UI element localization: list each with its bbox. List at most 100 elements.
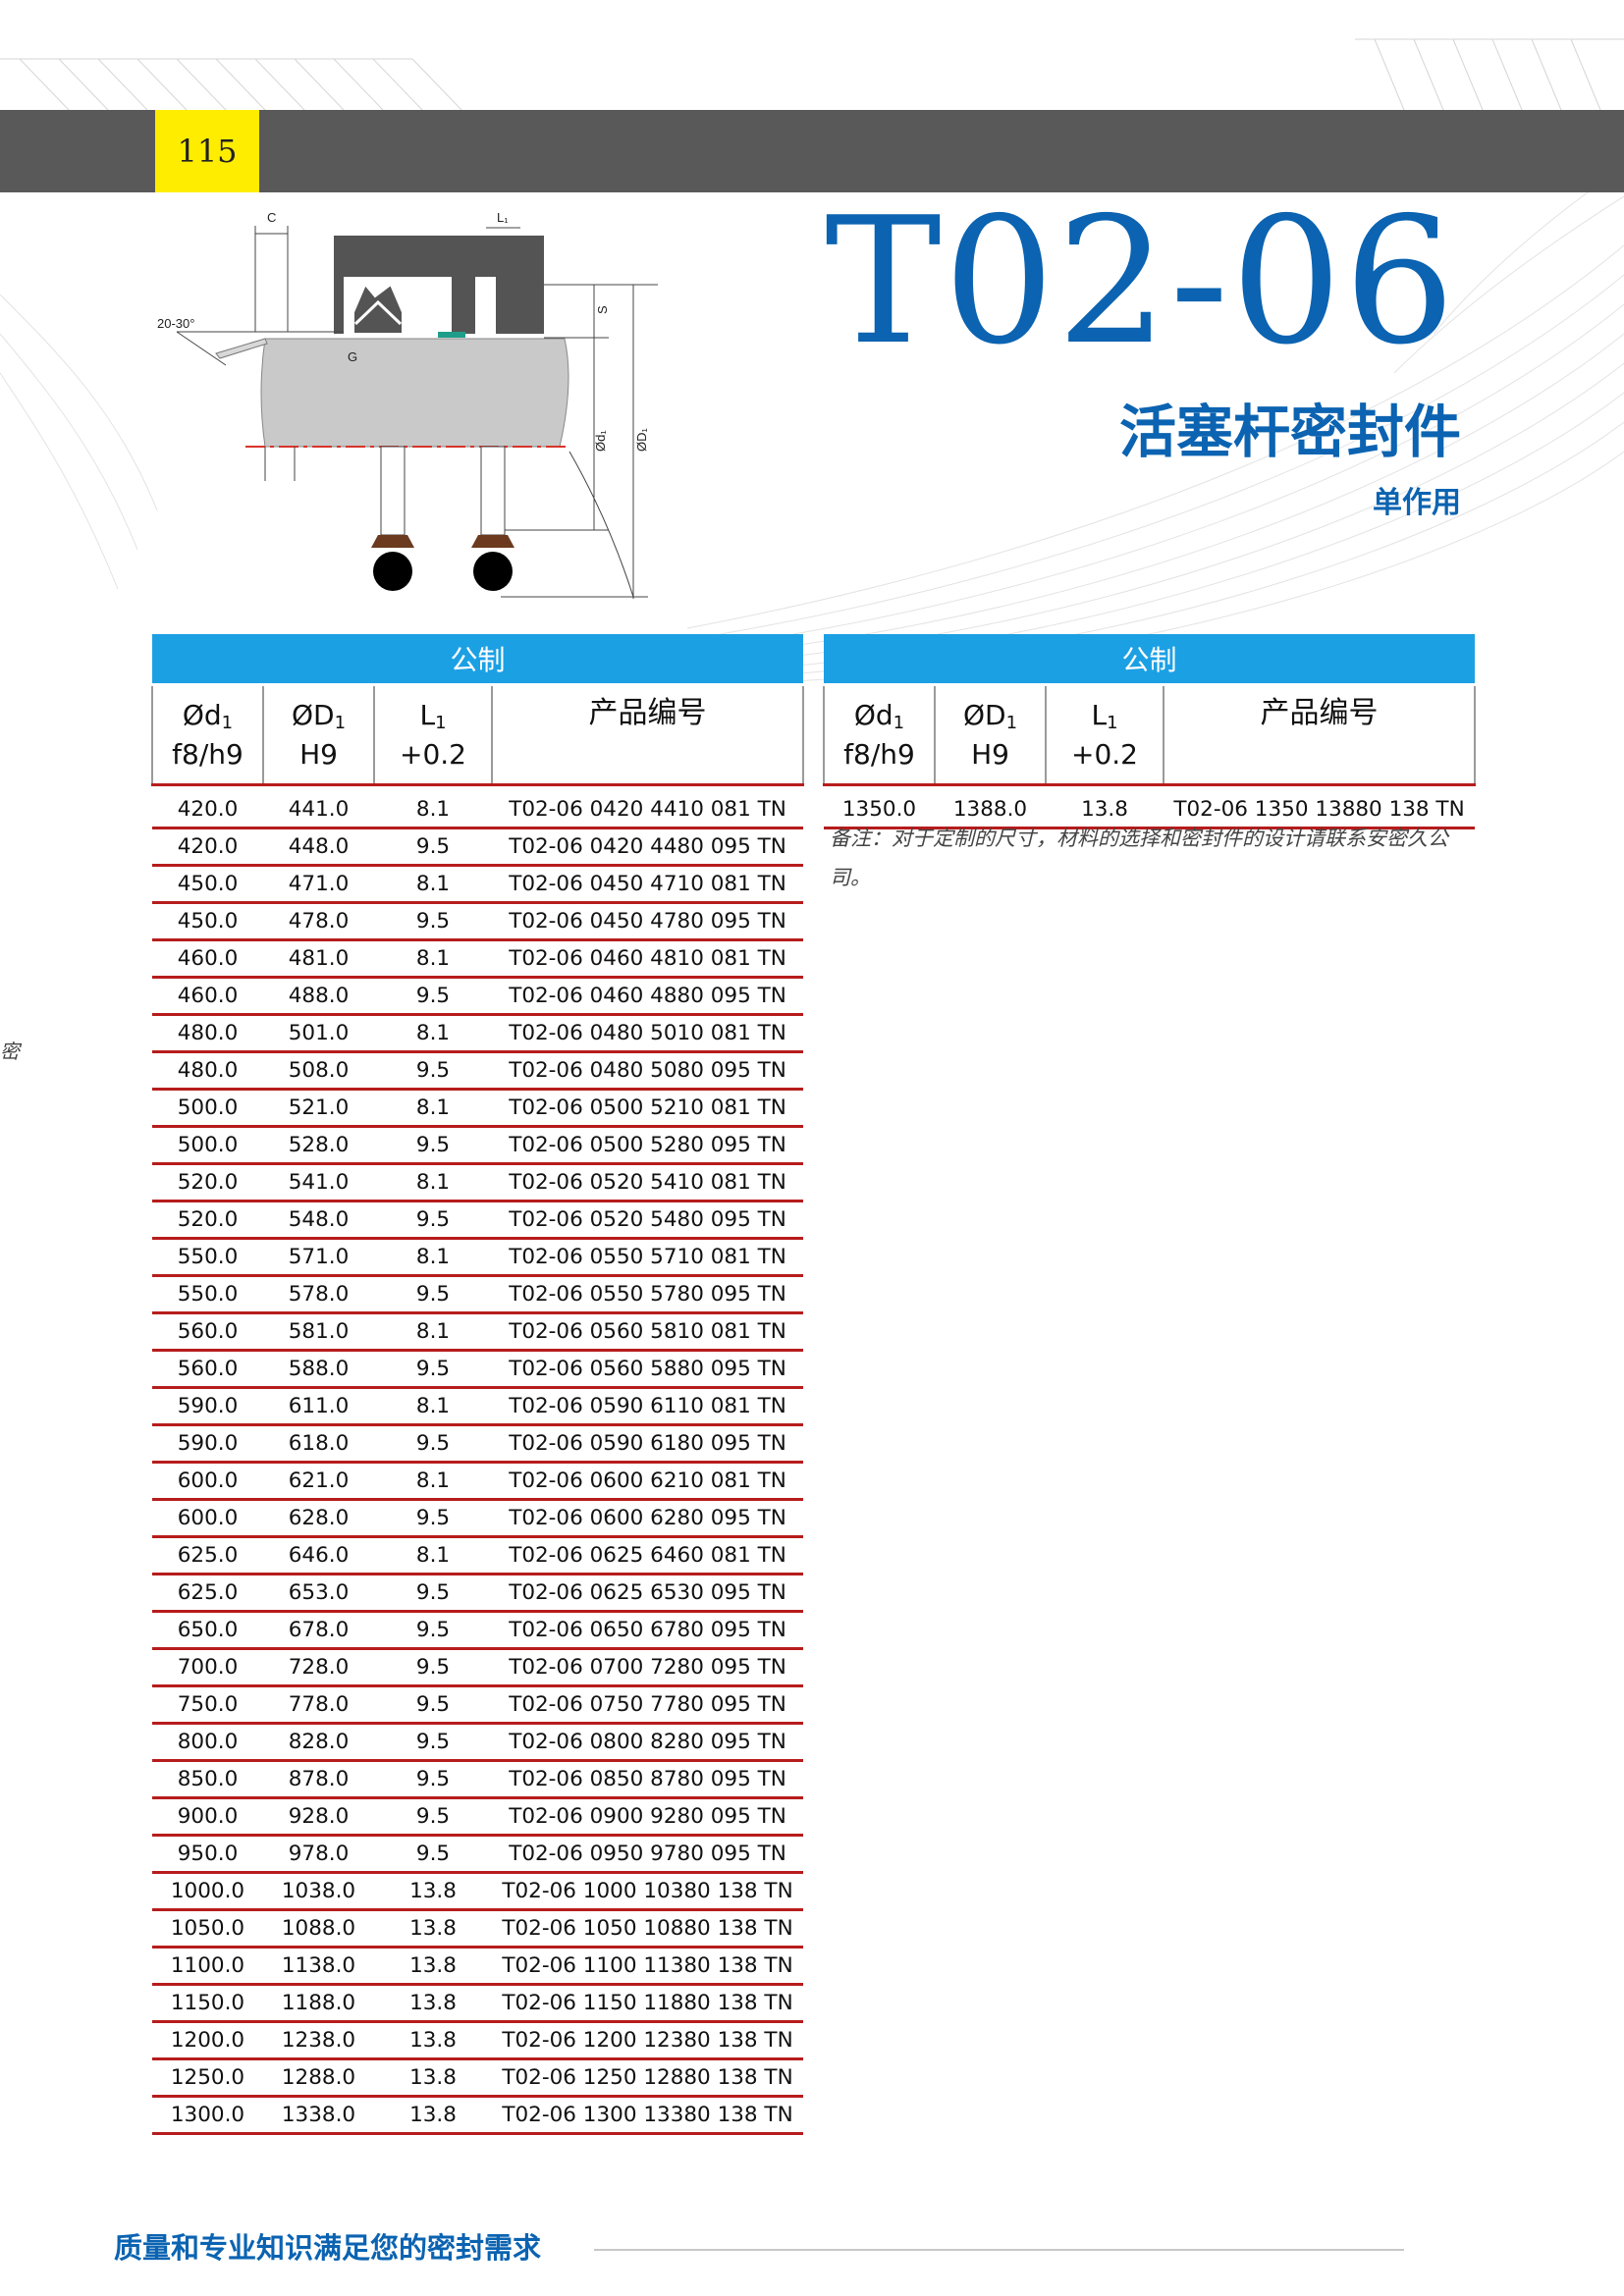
cell-D1: 471.0 [263,865,374,904]
cell-product-code: T02-06 0625 6530 095 TN [492,1574,804,1613]
cell-D1: 611.0 [263,1387,374,1426]
cell-product-code: T02-06 0800 8280 095 TN [492,1723,804,1762]
dim-label-d1: Ød₁ [593,430,608,452]
margin-fragment: 密 [0,1040,20,1063]
cell-D1: 828.0 [263,1723,374,1762]
cell-L1: 8.1 [374,939,492,979]
cell-L1: 9.5 [374,1648,492,1687]
cell-d1: 520.0 [152,1201,263,1240]
cell-L1: 8.1 [374,1238,492,1277]
cell-product-code: T02-06 0560 5880 095 TN [492,1350,804,1389]
cell-D1: 621.0 [263,1462,374,1501]
cell-d1: 560.0 [152,1350,263,1389]
cell-d1: 1350.0 [824,792,935,829]
cell-d1: 600.0 [152,1462,263,1501]
cell-d1: 1300.0 [152,2096,263,2135]
cell-L1: 13.8 [374,2021,492,2060]
cell-d1: 950.0 [152,1835,263,1874]
cell-d1: 420.0 [152,828,263,867]
cell-L1: 13.8 [374,1872,492,1911]
cell-d1: 1250.0 [152,2058,263,2098]
cell-d1: 1100.0 [152,1947,263,1986]
cell-product-code: T02-06 0850 8780 095 TN [492,1760,804,1799]
cell-D1: 1138.0 [263,1947,374,1986]
cell-product-code: T02-06 0480 5010 081 TN [492,1014,804,1053]
cell-L1: 9.5 [374,828,492,867]
dim-label-s: S [595,305,610,314]
cell-L1: 8.1 [374,1387,492,1426]
cell-product-code: T02-06 0480 5080 095 TN [492,1051,804,1091]
cell-D1: 521.0 [263,1089,374,1128]
cell-d1: 850.0 [152,1760,263,1799]
cell-L1: 8.1 [374,865,492,904]
cell-d1: 460.0 [152,977,263,1016]
cell-d1: 650.0 [152,1611,263,1650]
cell-L1: 9.5 [374,1424,492,1464]
cell-d1: 700.0 [152,1648,263,1687]
cell-d1: 560.0 [152,1312,263,1352]
dim-label-c: C [267,210,276,225]
cell-product-code: T02-06 0520 5480 095 TN [492,1201,804,1240]
cell-product-code: T02-06 0550 5710 081 TN [492,1238,804,1277]
cell-D1: 541.0 [263,1163,374,1202]
cell-d1: 600.0 [152,1499,263,1538]
page-number: 115 [155,110,259,192]
cell-product-code: T02-06 0600 6280 095 TN [492,1499,804,1538]
dim-label-g: G [348,349,357,364]
dim-label-D1: ØD₁ [634,428,649,453]
cell-D1: 1288.0 [263,2058,374,2098]
cell-product-code: T02-06 0460 4880 095 TN [492,977,804,1016]
cell-D1: 778.0 [263,1685,374,1725]
cell-D1: 501.0 [263,1014,374,1053]
cell-product-code: T02-06 0450 4710 081 TN [492,865,804,904]
cell-d1: 480.0 [152,1014,263,1053]
cell-d1: 625.0 [152,1574,263,1613]
cell-L1: 9.5 [374,1835,492,1874]
cell-d1: 1050.0 [152,1909,263,1949]
col-header-L1: L1+0.2 [373,684,492,786]
cell-L1: 9.5 [374,1760,492,1799]
cell-d1: 1200.0 [152,2021,263,2060]
cell-product-code: T02-06 0625 6460 081 TN [492,1536,804,1575]
cell-product-code: T02-06 0700 7280 095 TN [492,1648,804,1687]
cell-D1: 1088.0 [263,1909,374,1949]
cell-d1: 520.0 [152,1163,263,1202]
cell-D1: 1038.0 [263,1872,374,1911]
cell-D1: 481.0 [263,939,374,979]
dim-label-angle: 20-30° [157,316,194,331]
cell-product-code: T02-06 0600 6210 081 TN [492,1462,804,1501]
cell-D1: 646.0 [263,1536,374,1575]
cell-product-code: T02-06 0900 9280 095 TN [492,1797,804,1837]
cell-L1: 9.5 [374,1723,492,1762]
cell-d1: 800.0 [152,1723,263,1762]
cell-product-code: T02-06 0650 6780 095 TN [492,1611,804,1650]
cell-D1: 653.0 [263,1574,374,1613]
col-header-product-code: 产品编号 [490,684,805,786]
cell-L1: 9.5 [374,902,492,941]
cell-L1: 13.8 [374,1984,492,2023]
cell-D1: 528.0 [263,1126,374,1165]
cell-D1: 1338.0 [263,2096,374,2135]
